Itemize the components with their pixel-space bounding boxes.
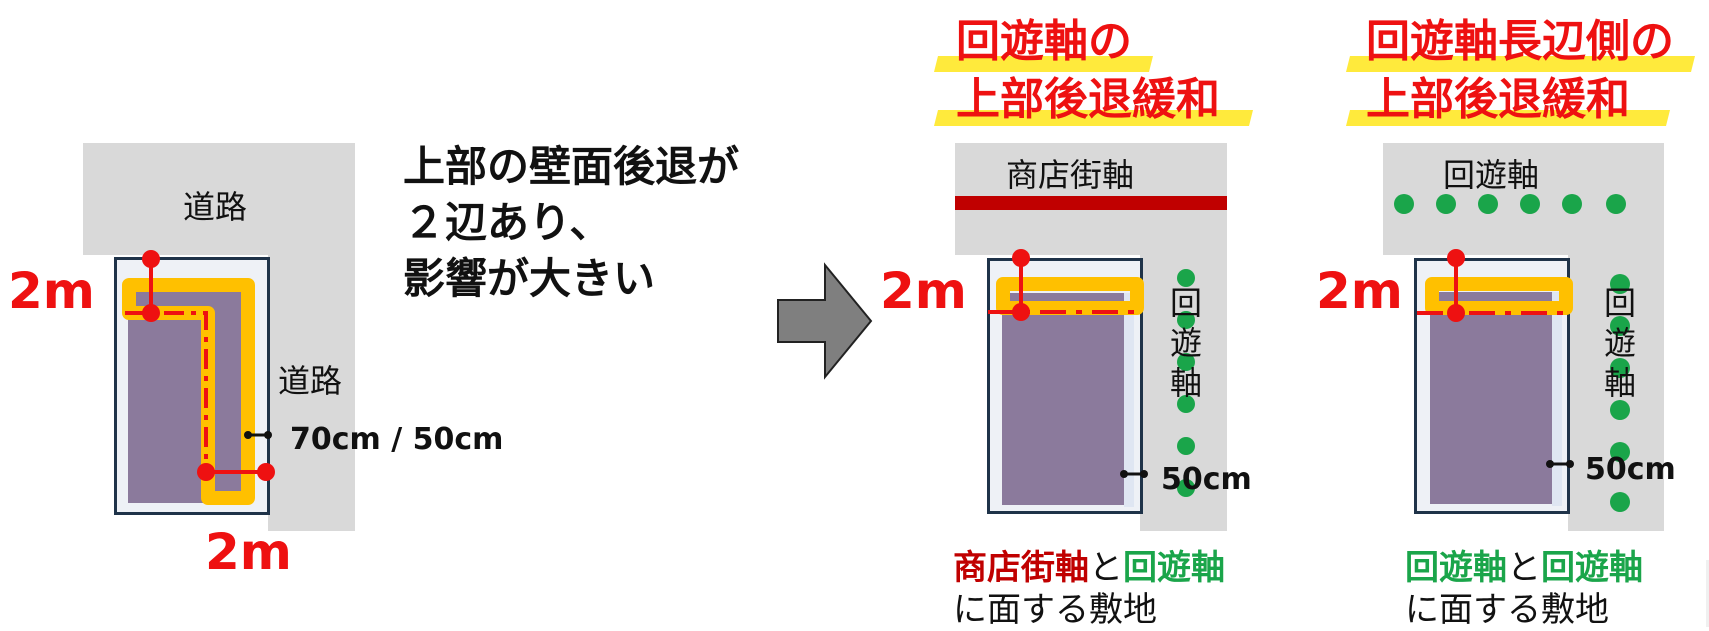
gap-marker-dot: [264, 431, 272, 439]
heading-line-1: 回遊軸長辺側の: [1366, 16, 1674, 67]
road-right: [1568, 255, 1664, 531]
dim-label-left: 2m: [8, 262, 95, 320]
dim-point: [142, 250, 160, 268]
building: [1430, 292, 1552, 504]
caption-circulation-axis: 回遊軸: [1405, 548, 1507, 588]
caption-line-2: に面する敷地: [953, 590, 1157, 630]
road-right-label: 回遊軸: [1603, 284, 1636, 402]
setback-line: [125, 311, 208, 470]
caption-shopping-axis: 商店街軸: [953, 548, 1089, 588]
right-arrow-icon: [777, 262, 873, 380]
message-line-3: 影響が大きい: [403, 254, 656, 303]
green-axis-dots: [1177, 269, 1195, 497]
side-gap: [1124, 293, 1134, 507]
dim-label-side: 50cm: [1161, 462, 1252, 497]
caption-circulation-axis: 回遊軸: [1123, 548, 1225, 588]
setback-overlay: [1394, 194, 1630, 512]
caption-line-2: に面する敷地: [1405, 590, 1609, 630]
caption-and: と: [1507, 548, 1541, 588]
road-top-label: 回遊軸: [1443, 156, 1540, 194]
setback-zone: [996, 277, 1144, 315]
gap-marker-dot: [1120, 470, 1128, 478]
building: [128, 285, 244, 503]
dim-label-left: 2m: [880, 262, 967, 320]
side-gap: [1552, 292, 1562, 506]
caption-line-1: 回遊軸と回遊軸: [1405, 540, 1643, 589]
message-line-1: 上部の壁面後退が: [403, 142, 740, 191]
dim-point: [1012, 249, 1030, 267]
dim-point: [197, 463, 215, 481]
gap-marker-dot: [1140, 470, 1148, 478]
road-top-label: 商店街軸: [1006, 156, 1135, 194]
dim-point: [257, 463, 275, 481]
corner-edge: [1706, 560, 1709, 627]
gap-marker-dot: [244, 431, 252, 439]
road-right-label: 回遊軸: [1169, 284, 1202, 402]
road-top-label: 道路: [183, 188, 248, 226]
road-top: [83, 143, 355, 255]
shopping-axis-line: [955, 196, 1227, 210]
heading-line-2: 上部後退緩和: [956, 74, 1220, 125]
dim-label-side: 70cm / 50cm: [290, 422, 504, 457]
green-axis-dots-side: [1610, 274, 1630, 512]
green-axis-dots-top: [1394, 194, 1626, 214]
caption-and: と: [1089, 548, 1123, 588]
dim-point: [1447, 304, 1465, 322]
caption-line-1: 商店街軸と回遊軸: [953, 540, 1225, 589]
dim-label-left: 2m: [1316, 262, 1403, 320]
heading-line-1: 回遊軸の: [956, 16, 1132, 67]
gap-marker-dot: [1566, 460, 1574, 468]
road-right-label: 道路: [278, 362, 343, 400]
building: [1002, 293, 1124, 505]
caption-circulation-axis: 回遊軸: [1541, 548, 1643, 588]
heading-line-2: 上部後退緩和: [1366, 74, 1630, 125]
dim-label-bottom: 2m: [205, 523, 292, 581]
message-line-2: ２辺あり、: [403, 198, 612, 247]
dim-label-side: 50cm: [1585, 452, 1676, 487]
setback-zone: [1425, 277, 1573, 315]
dim-point: [1447, 249, 1465, 267]
setback-overlay: [988, 249, 1195, 497]
dim-point: [142, 304, 160, 322]
road-right: [268, 255, 355, 531]
setback-overlay: [122, 250, 275, 505]
dim-point: [1012, 303, 1030, 321]
gap-marker-dot: [1546, 460, 1554, 468]
